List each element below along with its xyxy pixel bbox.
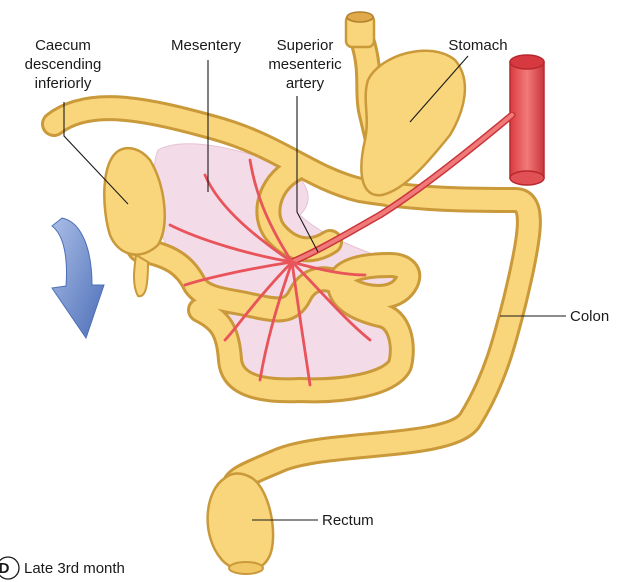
panel-letter: D xyxy=(0,560,10,577)
label-colon: Colon xyxy=(570,308,609,325)
oesophagus-lumen xyxy=(347,12,373,22)
label-caecum-line1: Caecum xyxy=(35,37,91,54)
label-sma-line3: artery xyxy=(286,75,325,92)
panel-caption: Late 3rd month xyxy=(24,560,125,577)
label-caecum-line3: inferiorly xyxy=(35,75,92,92)
aorta-top xyxy=(510,55,544,69)
label-sma-line2: mesenteric xyxy=(268,56,342,73)
aorta xyxy=(510,62,544,178)
appendix xyxy=(134,255,148,296)
rectum xyxy=(208,474,273,571)
label-caecum-line2: descending xyxy=(25,56,102,73)
label-stomach: Stomach xyxy=(448,37,507,54)
label-rectum: Rectum xyxy=(322,512,374,529)
caecum-descent-arrow xyxy=(52,218,104,338)
label-mesentery: Mesentery xyxy=(171,37,242,54)
label-sma-line1: Superior xyxy=(277,37,334,54)
aorta-bottom xyxy=(510,171,544,185)
rectum-opening xyxy=(229,562,263,574)
stomach-organ xyxy=(361,51,465,195)
